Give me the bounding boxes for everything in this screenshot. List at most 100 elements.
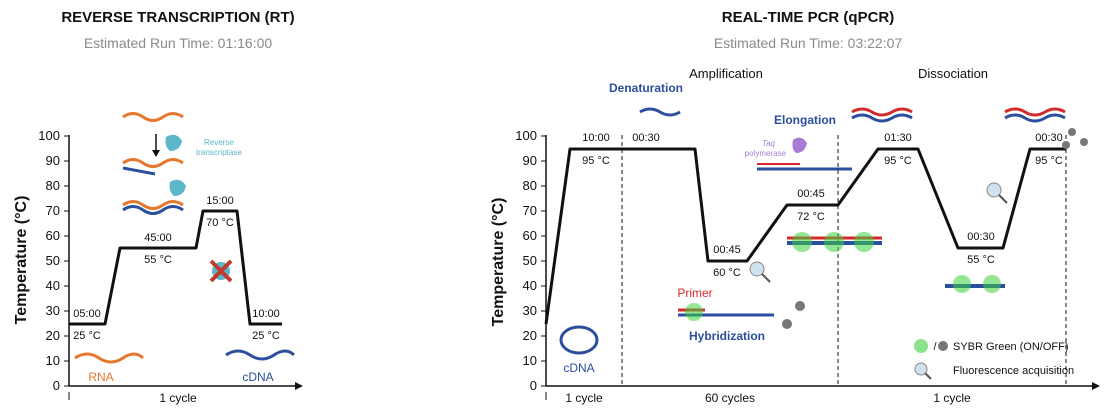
sybr-green-icon [824,232,844,252]
rt-cdna-label: cDNA [242,370,273,384]
rt-step1-time: 05:00 [73,308,101,320]
rt-step2-time: 45:00 [144,232,172,244]
qpcr-step7-temp: 95 °C [1035,155,1063,167]
melting-strand-icon [1004,113,1066,123]
qpcr-ytick: 30 [523,303,537,318]
rna-strand-icon [122,158,184,168]
rt-title: REVERSE TRANSCRIPTION (RT) [61,9,294,26]
rt-cycle-label: 1 cycle [159,391,197,405]
legend-slash: / [933,341,937,353]
rt-x-axis-arrow [295,382,303,390]
qpcr-y-ticks: 0 10 20 30 40 50 60 70 80 90 100 [515,128,546,393]
rna-strand-icon [74,352,145,364]
rt-enzyme-label-2: transcriptase [196,148,242,157]
hybridization-label: Hybridization [689,329,765,343]
qpcr-x-axis-arrow [1092,382,1100,390]
qpcr-step2-time: 00:30 [632,132,660,144]
primer-label: Primer [677,286,712,300]
qpcr-step5-temp: 95 °C [884,155,912,167]
qpcr-cycle-label-2: 60 cycles [705,391,755,405]
free-sybr-icon [782,319,792,329]
qpcr-ytick: 100 [515,128,537,143]
qpcr-ytick: 60 [523,228,537,243]
taq-label-1: Taq [762,139,776,148]
qpcr-ytick: 40 [523,278,537,293]
rt-ytick: 90 [46,153,60,168]
rt-step4-time: 10:00 [252,308,280,320]
arrow-down-head [152,150,160,157]
sybr-green-icon [953,275,971,293]
qpcr-step6-time: 00:30 [967,231,995,243]
qpcr-ytick: 20 [523,328,537,343]
reverse-transcriptase-icon [169,179,186,196]
magnifier-icon [986,182,1002,198]
sybr-green-icon [854,232,874,252]
qpcr-step3-time: 00:45 [713,244,741,256]
rt-step3-time: 15:00 [206,195,234,207]
qpcr-ytick: 80 [523,178,537,193]
rt-ytick: 20 [46,328,60,343]
rna-strand-icon [122,112,184,122]
qpcr-cycle-label-1: 1 cycle [565,391,603,405]
qpcr-step6-temp: 55 °C [967,254,995,266]
taq-polymerase-icon [792,137,807,153]
cdna-synthesis-icon [122,166,156,176]
qpcr-step1-temp: 95 °C [582,155,610,167]
rt-ytick: 100 [38,128,60,143]
sybr-off-legend-icon [938,341,948,351]
qpcr-ytick: 0 [530,378,537,393]
rt-temperature-profile [69,209,282,326]
magnifier-icon [749,261,765,277]
reverse-transcriptase-icon [165,134,182,151]
rt-step3-temp: 70 °C [206,217,234,229]
qpcr-step3-temp: 60 °C [713,267,741,279]
sybr-green-icon [685,303,703,321]
melting-strand-icon [1004,107,1066,117]
taq-label-2: polymerase [745,149,787,158]
free-sybr-icon [795,301,805,311]
circular-cdna-icon [559,325,599,355]
qpcr-step5-time: 01:30 [884,132,912,144]
section-amplification: Amplification [689,66,763,81]
legend-fluorescence-label: Fluorescence acquisition [953,365,1074,377]
legend-sybr-label: SYBR Green (ON/OFF) [953,341,1069,353]
rna-strand-icon [122,200,184,210]
magnifier-handle [998,194,1008,204]
rt-ytick: 30 [46,303,60,318]
qpcr-ytick: 50 [523,253,537,268]
rt-ytick: 60 [46,228,60,243]
rt-ytick: 70 [46,203,60,218]
free-sybr-icon [1080,138,1088,146]
qpcr-cycle-label-3: 1 cycle [933,391,971,405]
rt-ytick: 10 [46,353,60,368]
qpcr-ytick: 90 [523,153,537,168]
rt-step2-temp: 55 °C [144,254,172,266]
rt-y-axis-label: Temperature (°C) [13,196,30,325]
rt-y-ticks: 0 10 20 30 40 50 60 70 80 90 100 [38,128,69,393]
rt-ytick: 0 [53,378,60,393]
sybr-green-icon [983,275,1001,293]
sybr-on-legend-icon [914,339,928,353]
rt-enzyme-label-1: Reverse [204,138,234,147]
qpcr-y-axis-label: Temperature (°C) [490,198,507,327]
melting-strand-icon [851,107,913,117]
fluorescence-legend-icon [914,362,928,376]
cdna-strand-icon [225,349,296,361]
qpcr-title: REAL-TIME PCR (qPCR) [722,9,895,26]
qpcr-ytick: 70 [523,203,537,218]
rt-subtitle: Estimated Run Time: 01:16:00 [84,35,273,51]
melting-strand-icon [851,113,913,123]
sybr-green-icon [792,232,812,252]
rt-step4-temp: 25 °C [252,330,280,342]
rt-ytick: 50 [46,253,60,268]
rt-ytick: 40 [46,278,60,293]
section-dissociation: Dissociation [918,66,988,81]
qpcr-temperature-profile [544,147,1066,325]
qpcr-step4-temp: 72 °C [797,211,825,223]
qpcr-step1-time: 10:00 [582,132,610,144]
rna-label: RNA [88,370,113,384]
magnifier-handle [761,273,771,283]
fluorescence-legend-handle [924,372,932,380]
elongation-label: Elongation [774,113,836,127]
